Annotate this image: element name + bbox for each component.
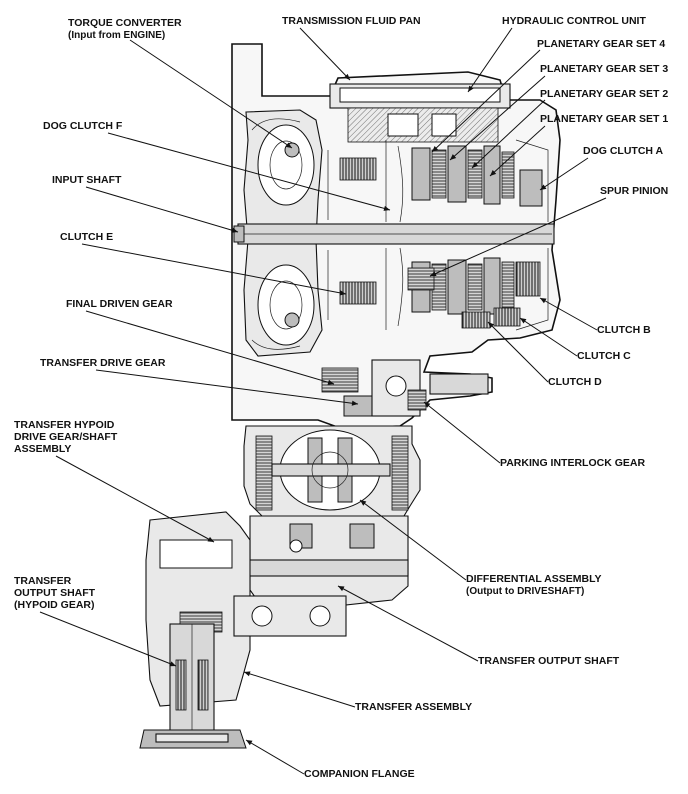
clutch-c-pack [493,307,521,327]
arrowhead-spur-pinion [430,271,437,276]
arrowhead-transfer-drive-gear [351,400,358,406]
arrowhead-hydraulic-control-unit [468,85,474,92]
leader-spur-pinion [429,197,607,277]
spur-pinion [407,267,435,291]
label-transfer-output-shaft: TRANSFER OUTPUT SHAFT [478,655,620,667]
label-planetary-gear-set-2: PLANETARY GEAR SET 2 [540,88,668,100]
label-transmission-fluid-pan: TRANSMISSION FLUID PAN [282,15,421,27]
label-torque-converter: TORQUE CONVERTER [68,17,182,29]
label-spur-pinion: SPUR PINION [600,185,668,197]
transmission-drawing [139,43,561,749]
leader-transfer-drive-gear [95,369,359,405]
leader-clutch-c [519,317,578,357]
leader-companion-flange [245,739,305,775]
leader-transfer-hypoid [55,455,215,543]
leader-transfer-output-hypoid [39,611,177,667]
clutch-e-pack [339,281,377,305]
arrowhead-transmission-fluid-pan [343,73,350,80]
arrowhead-transfer-assembly [244,671,251,677]
arrowhead-dog-clutch-f [383,205,390,211]
leader-hydraulic-control-unit [467,27,513,93]
arrowhead-final-driven-gear [327,379,334,385]
leader-lines [39,27,607,775]
label-clutch-c: CLUTCH C [577,350,631,362]
leader-parking-interlock-gear [423,401,501,464]
leader-planetary-gear-set-3 [449,75,546,161]
arrowhead-transfer-output-hypoid [169,661,176,667]
label-input-shaft: INPUT SHAFT [52,174,122,186]
label-transfer-output-hypoid: TRANSFER [14,575,72,587]
arrowhead-torque-converter [285,142,292,148]
label-torque-converter-sub: (Input from ENGINE) [68,30,165,41]
label-hydraulic-control-unit: HYDRAULIC CONTROL UNIT [502,15,646,27]
leader-transfer-output-shaft [337,585,479,662]
label-planetary-gear-set-1: PLANETARY GEAR SET 1 [540,113,668,125]
leader-clutch-e [81,243,347,295]
arrowhead-clutch-b [540,298,547,304]
arrowhead-planetary-gear-set-3 [450,154,457,160]
leader-transmission-fluid-pan [299,27,351,81]
arrowhead-companion-flange [246,740,253,746]
label-planetary-gear-set-3: PLANETARY GEAR SET 3 [540,63,668,75]
arrowhead-clutch-c [520,318,527,324]
label-transfer-assembly: TRANSFER ASSEMBLY [355,701,472,713]
arrowhead-planetary-gear-set-2 [472,162,479,168]
torque-converter-lower-turbine [257,264,315,346]
parking-interlock-gear [407,389,427,411]
label-transfer-hypoid-2: DRIVE GEAR/SHAFT [14,431,118,443]
torque-converter-upper-turbine [257,124,315,206]
dog-clutch-f [339,157,377,181]
arrowhead-planetary-gear-set-1 [490,170,497,176]
label-transfer-drive-gear: TRANSFER DRIVE GEAR [40,357,166,369]
leader-differential-assembly [359,499,467,581]
arrowhead-transfer-hypoid [207,536,214,542]
clutch-b-pack [515,261,541,297]
label-clutch-e: CLUTCH E [60,231,113,243]
label-planetary-gear-set-4: PLANETARY GEAR SET 4 [537,38,665,50]
label-parking-interlock-gear: PARKING INTERLOCK GEAR [500,457,645,469]
leader-torque-converter [129,39,293,149]
label-differential-assembly-sub: (Output to DRIVESHAFT) [466,586,584,597]
arrowhead-clutch-d [488,322,495,329]
leader-transfer-assembly [243,671,356,708]
leader-planetary-gear-set-1 [489,125,546,177]
label-companion-flange: COMPANION FLANGE [304,768,415,780]
arrowhead-planetary-gear-set-4 [432,145,439,152]
arrowhead-parking-interlock-gear [424,402,431,408]
label-transfer-output-hypoid-2: OUTPUT SHAFT [14,587,96,599]
leader-planetary-gear-set-2 [471,99,546,169]
label-differential-assembly: DIFFERENTIAL ASSEMBLY [466,573,602,585]
arrowhead-differential-assembly [360,500,367,506]
arrowhead-clutch-e [339,290,346,296]
leader-input-shaft [85,186,239,233]
leader-planetary-gear-set-4 [431,49,541,153]
label-transfer-hypoid-3: ASSEMBLY [14,443,71,455]
dog-clutch-a [519,169,543,207]
label-clutch-b: CLUTCH B [597,324,651,336]
arrowhead-input-shaft [231,227,238,233]
label-transfer-hypoid: TRANSFER HYPOID [14,419,115,431]
arrowhead-transfer-output-shaft [338,586,345,592]
final-driven-gear [321,367,359,393]
planetary-gear-sets-upper [411,145,515,205]
label-transfer-output-hypoid-3: (HYPOID GEAR) [14,599,95,611]
transfer-drive-gear [343,395,375,417]
label-clutch-d: CLUTCH D [548,376,602,388]
callout-labels: TORQUE CONVERTER (Input from ENGINE) TRA… [14,15,668,780]
label-final-driven-gear: FINAL DRIVEN GEAR [66,298,173,310]
label-dog-clutch-f: DOG CLUTCH F [43,120,123,132]
leader-dog-clutch-a [539,157,589,191]
label-dog-clutch-a: DOG CLUTCH A [583,145,664,157]
clutch-d-pack [461,311,491,329]
leader-clutch-b [539,297,598,331]
leader-clutch-d [487,321,549,383]
arrowhead-dog-clutch-a [540,184,547,190]
leader-final-driven-gear [85,310,335,385]
leader-dog-clutch-f [107,132,391,211]
